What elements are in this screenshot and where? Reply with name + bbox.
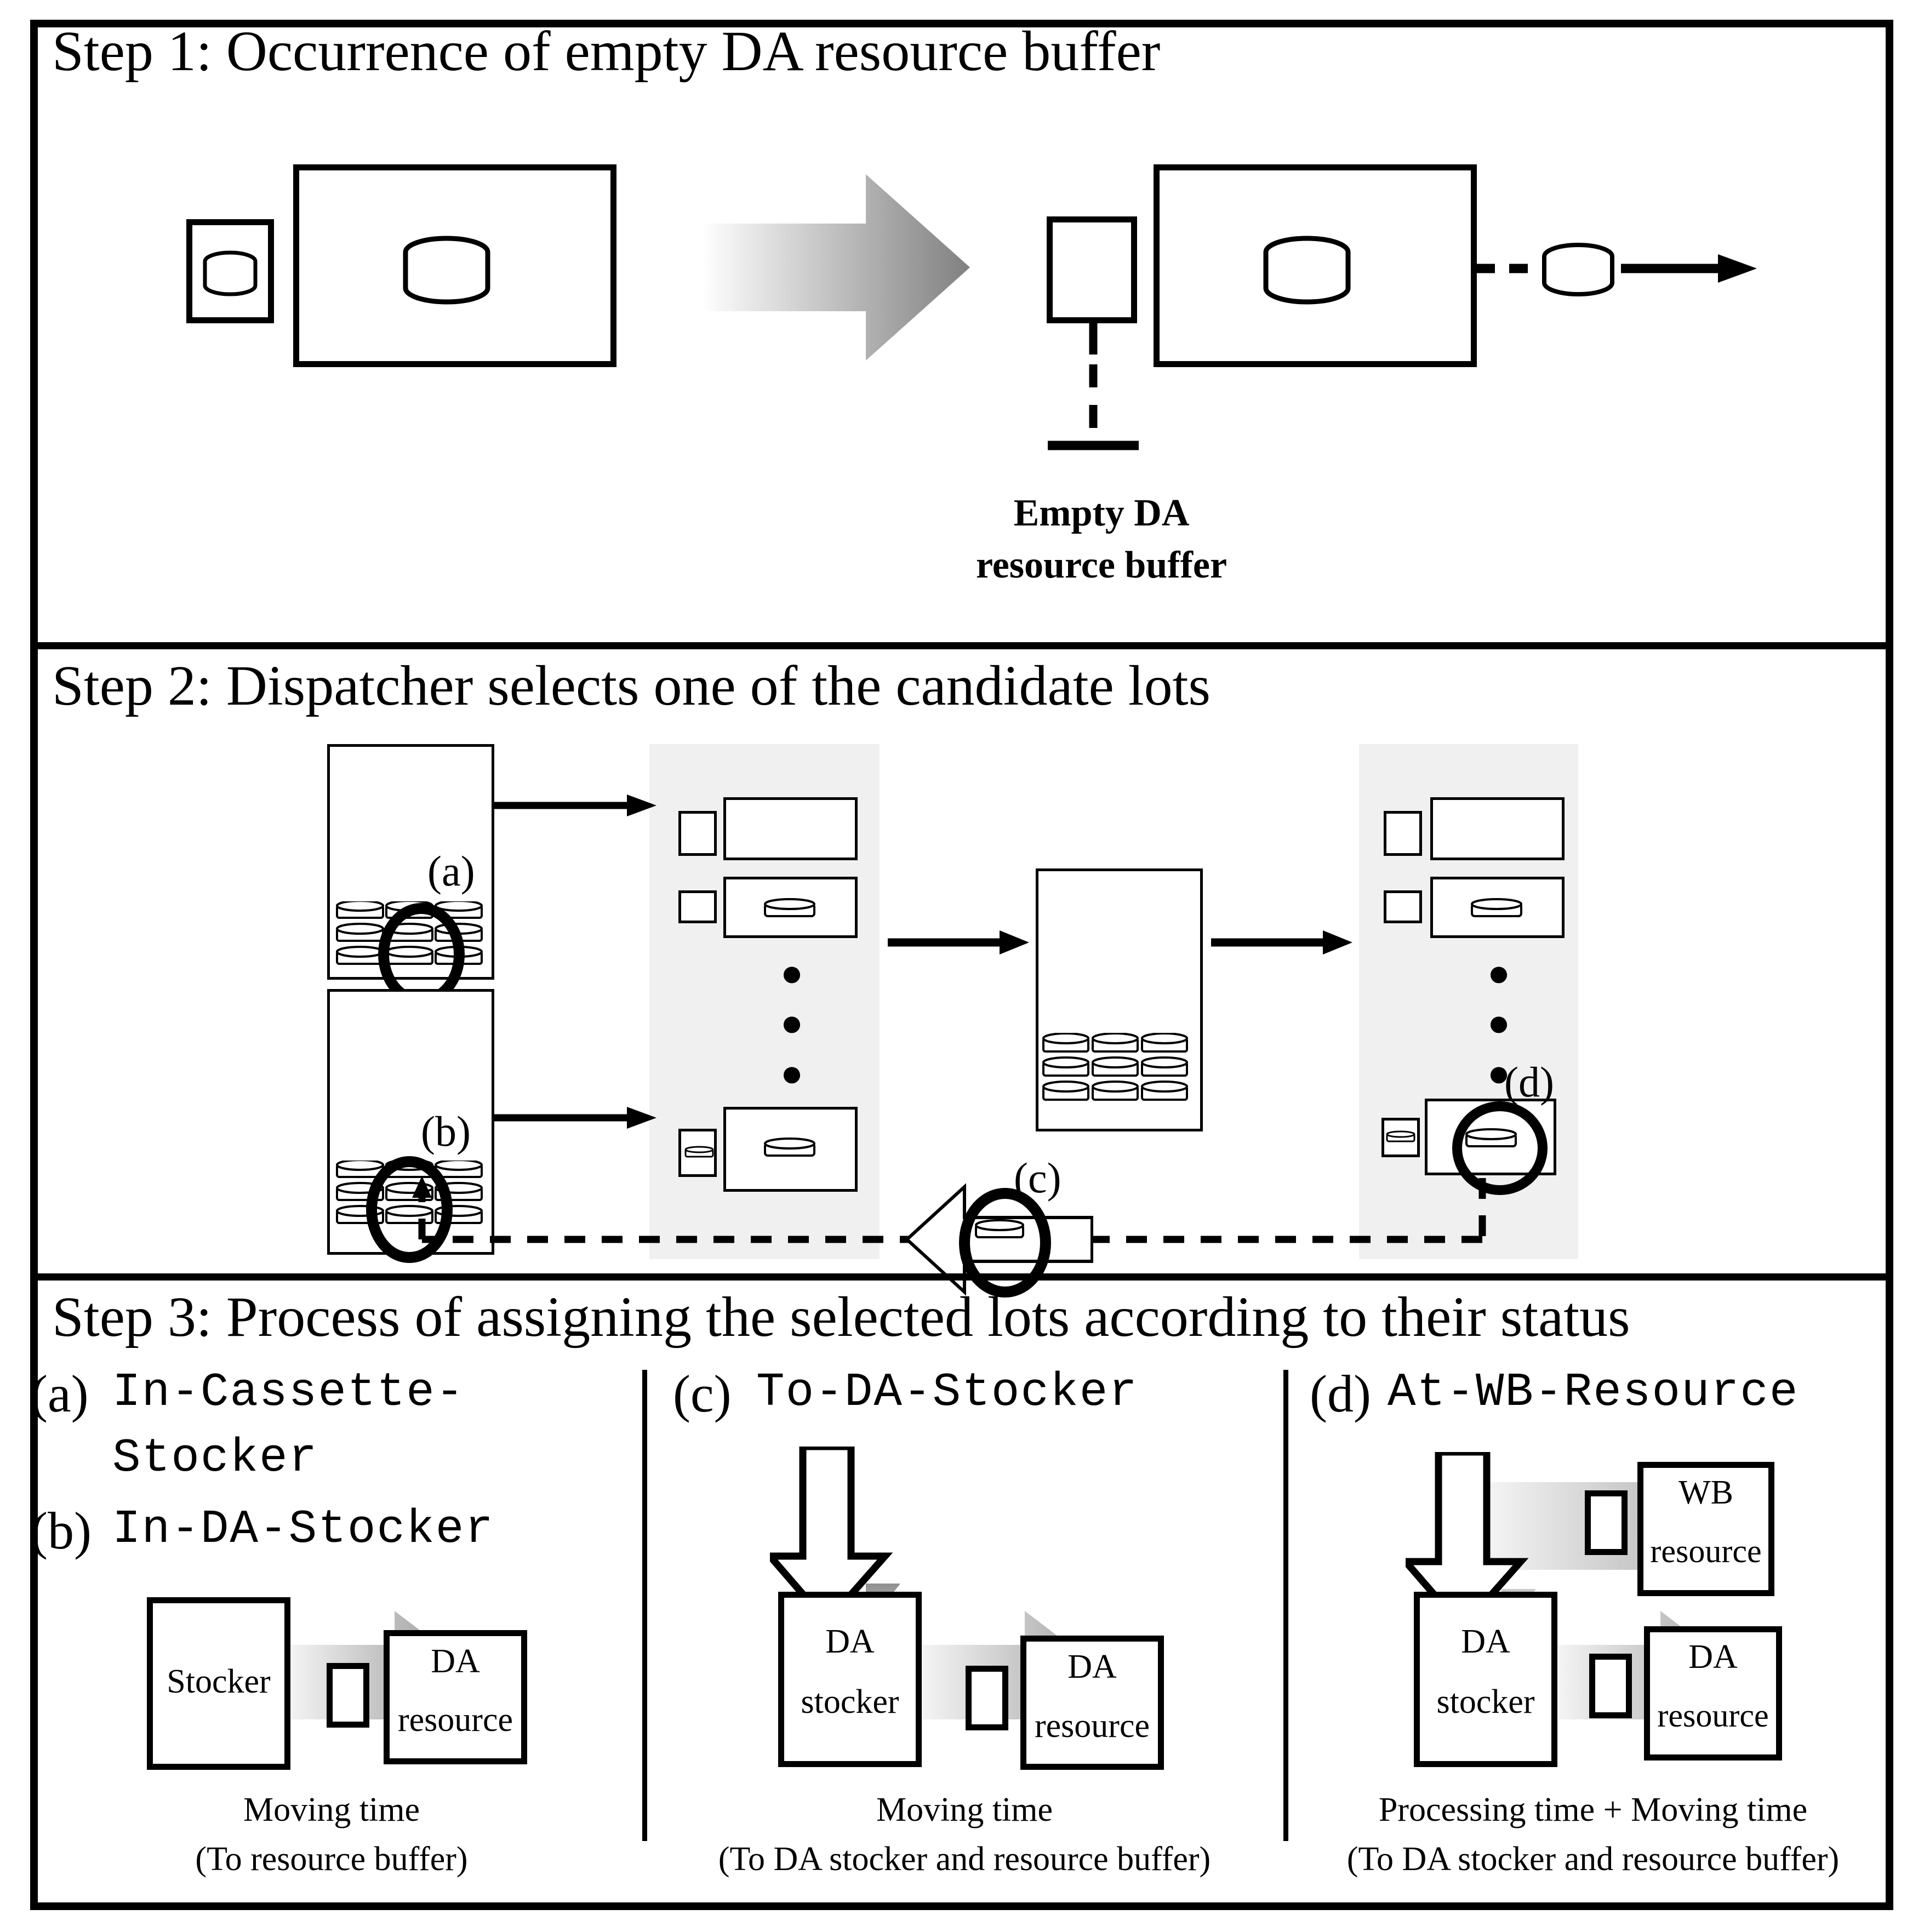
step3-panel-c-transfer-slot — [966, 1666, 1008, 1730]
step3-status-b: In-DA-Stocker — [112, 1502, 494, 1556]
step3-panel-ab-target-box — [384, 1630, 527, 1764]
step3-panel-d-caption-line2: (To DA stocker and resource buffer) — [1346, 1840, 1840, 1878]
step1-empty-buffer-leader-icon — [1036, 321, 1167, 463]
step2-arrow-a-to-candidates-icon — [493, 789, 658, 822]
step3-panel-d-wb-box — [1637, 1462, 1774, 1596]
step1-title: Step 1: Occurrence of empty DA resource … — [52, 20, 1161, 83]
step3-panel-d-wb-label-line2: resource — [1650, 1533, 1762, 1569]
step1-gradient-right-arrow-icon — [701, 174, 970, 361]
step2-resource-box-2-lot-icon — [1470, 898, 1525, 921]
step3-panel-ab-caption-line2: (To resource buffer) — [195, 1840, 468, 1878]
step3-panel-ab-target-label-line1: DA — [431, 1643, 480, 1680]
step2-candidate-resource-1 — [723, 797, 858, 860]
step1-empty-buffer-label-line2: resource buffer — [975, 544, 1228, 586]
step3-panel-c-source-label-line1: DA — [825, 1623, 875, 1660]
step3-panel-d-target-label-line1: DA — [1688, 1638, 1738, 1676]
step2-resource-buffer-1 — [1384, 811, 1422, 856]
step3-panel-c-target-label-line1: DA — [1067, 1648, 1117, 1685]
step2-feedback-dashed-path-icon — [362, 1167, 1523, 1274]
step2-marker-c-selection-ellipse — [959, 1188, 1051, 1297]
step3-title: Step 3: Process of assigning the selecte… — [52, 1285, 1630, 1348]
step3-panel-c-target-label-line2: resource — [1035, 1707, 1150, 1745]
step3-marker-a-label: (a) — [30, 1364, 89, 1423]
step2-dispatcher-lot-stack-icon — [1041, 1033, 1194, 1110]
step3-panel-c-source-box — [778, 1592, 922, 1767]
step3-panel-c-caption-line2: (To DA stocker and resource buffer) — [718, 1840, 1211, 1878]
step2-candidate-column-ellipsis: ●●● — [780, 952, 804, 1095]
step3-status-a-line2: Stocker — [112, 1431, 318, 1485]
step3-panel-d-target-label-line2: resource — [1657, 1697, 1769, 1734]
step3-marker-d-label: (d) — [1310, 1364, 1371, 1423]
step3-status-c: To-DA-Stocker — [756, 1365, 1138, 1419]
step1-left-buffer-lot-icon — [198, 249, 262, 300]
step3-panel-d-caption-line1: Processing time + Moving time — [1378, 1791, 1808, 1828]
step3-panel-d-transfer-slot — [1589, 1654, 1632, 1718]
step1-step2-divider — [30, 642, 1893, 649]
step3-marker-c-label: (c) — [673, 1364, 732, 1423]
step2-step3-divider — [30, 1273, 1893, 1281]
step3-panel-ab-lot-slot — [327, 1663, 369, 1728]
step1-right-empty-buffer-box — [1047, 216, 1137, 323]
step3-panel-ab-source-box — [147, 1597, 290, 1770]
step3-panel-c-lot-slot — [967, 1751, 970, 1753]
step3-panel-c-target-box — [1020, 1636, 1164, 1770]
step2-marker-b-label: (b) — [421, 1107, 471, 1155]
step2-resource-buffer-2 — [1384, 890, 1422, 923]
step2-arrow-candidates-to-dispatcher-icon — [888, 926, 1030, 959]
step3-panel-ab-caption-line1: Moving time — [243, 1791, 420, 1828]
step2-candidate-resource-2-lot-icon — [763, 898, 818, 921]
step1-empty-buffer-label-line1: Empty DA — [1013, 492, 1190, 534]
step2-arrow-dispatcher-to-resources-icon — [1211, 926, 1354, 959]
step2-resource-buffer-n-lot-icon — [1385, 1130, 1416, 1144]
step1-right-resource-lot-icon — [1255, 236, 1359, 310]
step2-candidate-resource-n-lot-icon — [763, 1137, 818, 1160]
step1-left-resource-box — [293, 164, 616, 367]
step3-panel-d-source-box — [1414, 1592, 1557, 1767]
step2-candidate-buffer-n-lot-icon — [684, 1145, 715, 1159]
step2-marker-d-label: (d) — [1504, 1058, 1554, 1106]
step2-candidate-resource-2 — [723, 877, 858, 938]
step3-panel-d-target-box — [1644, 1626, 1782, 1760]
step2-arrow-b-to-candidates-icon — [493, 1101, 658, 1134]
step3-panel-c-source-label-line2: stocker — [801, 1683, 899, 1720]
step3-marker-b-label: (b) — [30, 1501, 92, 1560]
step2-candidate-buffer-2 — [678, 890, 717, 923]
step3-status-d: At-WB-Resource — [1388, 1365, 1799, 1419]
step2-marker-a-label: (a) — [427, 847, 475, 895]
step2-marker-c-label: (c) — [1014, 1154, 1061, 1202]
step3-divider-c-d — [1283, 1370, 1288, 1841]
step2-candidate-buffer-1 — [678, 811, 717, 856]
step2-title: Step 2: Dispatcher selects one of the ca… — [52, 654, 1211, 717]
step3-status-a-line1: In-Cassette- — [112, 1365, 465, 1419]
step3-panel-ab-target-label-line2: resource — [398, 1701, 513, 1739]
step3-divider-ab-c — [642, 1370, 647, 1841]
step3-panel-d-wb-slot — [1585, 1490, 1628, 1555]
step3-panel-ab-source-label: Stocker — [167, 1663, 271, 1700]
step1-dashed-outflow-arrow-icon — [1474, 230, 1759, 307]
step3-panel-d-wb-label-line1: WB — [1678, 1474, 1733, 1511]
step2-resource-box-1 — [1430, 797, 1565, 860]
step3-panel-d-source-label-line2: stocker — [1436, 1683, 1535, 1720]
step1-left-resource-lot-icon — [395, 236, 499, 310]
step3-panel-d-source-label-line1: DA — [1461, 1623, 1510, 1660]
step3-panel-c-caption-line1: Moving time — [876, 1791, 1053, 1828]
